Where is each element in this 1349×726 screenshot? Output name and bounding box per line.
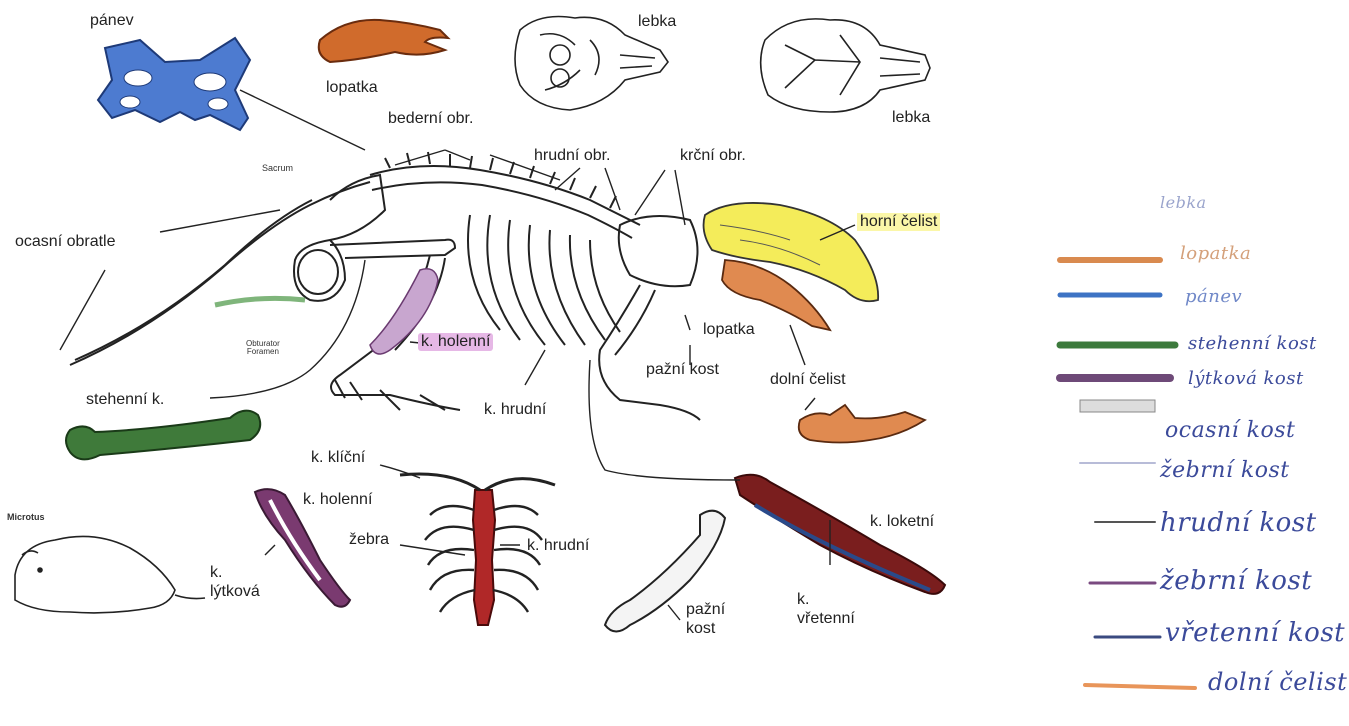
label-lopatka-main: lopatka xyxy=(703,322,755,338)
legend-item-10: vřetenní kost xyxy=(1165,620,1345,646)
ulna-radius-isolated xyxy=(735,475,945,594)
label-zebra: žebra xyxy=(349,532,389,548)
obturator-highlight xyxy=(215,298,305,305)
label-k-holenni-lower: k. holenní xyxy=(303,492,372,508)
label-lebka-2: lebka xyxy=(892,110,930,126)
label-k-lytkova: k. lýtková xyxy=(210,563,260,601)
label-panev: pánev xyxy=(90,13,134,29)
label-dolni-celist: dolní čelist xyxy=(770,372,846,388)
legend-item-5: lýtková kost xyxy=(1188,370,1304,388)
label-ocasni: ocasní obratle xyxy=(15,234,116,250)
legend-item-9: žebrní kost xyxy=(1160,568,1312,594)
lower-jaw-isolated xyxy=(799,405,925,443)
legend-item-8: hrudní kost xyxy=(1160,510,1317,536)
label-horni-celist: horní čelist xyxy=(857,213,940,231)
skull-top-view-1 xyxy=(515,17,668,111)
label-k-holenni-main: k. holenní xyxy=(418,333,493,351)
label-lopatka-top: lopatka xyxy=(326,80,378,96)
legend-item-4: stehenní kost xyxy=(1188,335,1317,353)
label-sacrum: Sacrum xyxy=(262,164,293,173)
label-hrudni-obr: hrudní obr. xyxy=(534,148,611,164)
legend-item-7: žebrní kost xyxy=(1160,460,1290,482)
scapula-illustration xyxy=(319,20,448,62)
label-lebka-1: lebka xyxy=(638,14,676,30)
femur-isolated xyxy=(66,411,260,460)
label-k-hrudni-main: k. hrudní xyxy=(484,402,546,418)
skeleton-body xyxy=(70,152,700,420)
legend-item-1: lebka xyxy=(1160,195,1207,211)
label-bederni: bederní obr. xyxy=(388,111,473,127)
label-pazni-kost-main: pažní kost xyxy=(646,362,719,378)
label-k-klicni: k. klíční xyxy=(311,450,365,466)
annotation-lines xyxy=(60,90,855,620)
pelvis-illustration xyxy=(98,38,250,130)
legend-item-2: lopatka xyxy=(1180,245,1251,263)
vole-illustration xyxy=(15,536,205,612)
label-obturator: Obturator Foramen xyxy=(246,340,280,356)
skull-top-view-2 xyxy=(761,19,930,112)
label-k-hrudni-lower: k. hrudní xyxy=(527,538,589,554)
label-pazni-kost-lower: pažní kost xyxy=(686,600,725,638)
legend-item-11: dolní čelist xyxy=(1208,670,1347,694)
legend-item-3: pánev xyxy=(1185,288,1242,306)
label-microtus: Microtus xyxy=(7,513,45,522)
label-k-loketni: k. loketní xyxy=(870,514,934,530)
label-stehenni: stehenní k. xyxy=(86,392,164,408)
legend-item-6: ocasní kost xyxy=(1165,420,1295,442)
label-k-vretenni: k. vřetenní xyxy=(797,590,855,628)
label-krcni-obr: krční obr. xyxy=(680,148,746,164)
